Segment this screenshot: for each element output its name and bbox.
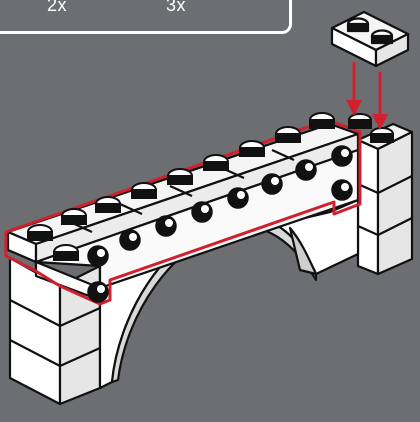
right-pillar [358, 124, 412, 274]
incoming-plate-piece [332, 12, 408, 66]
